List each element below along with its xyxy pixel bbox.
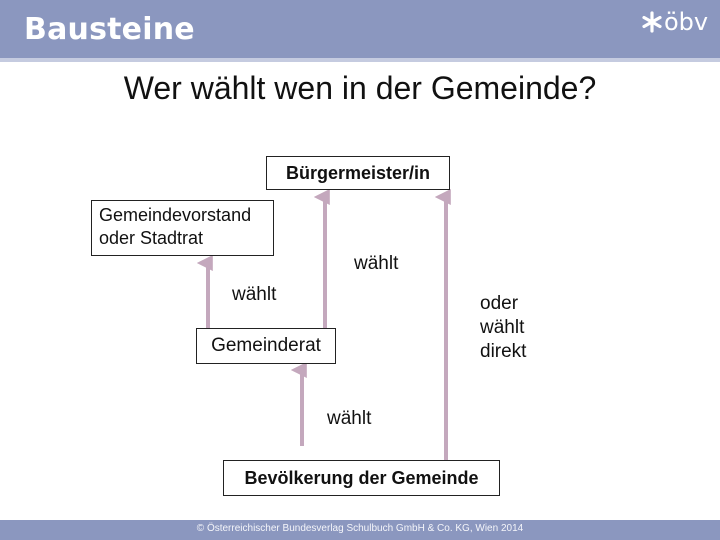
asterisk-logo-icon — [642, 11, 662, 33]
edge-label-population-to-council: wählt — [327, 408, 372, 429]
publisher-logo: öbv — [664, 8, 709, 36]
header-divider — [0, 58, 720, 62]
edge-label-council-to-board: wählt — [232, 284, 277, 305]
copyright-text: © Österreichischer Bundesverlag Schulbuc… — [196, 523, 524, 534]
edge-label-council-to-mayor: wählt — [354, 253, 399, 274]
header-bar — [0, 0, 720, 58]
board-box: Gemeindevorstand oder Stadtrat — [91, 200, 274, 256]
section-title: Bausteine — [24, 12, 195, 47]
mayor-box: Bürgermeister/in — [266, 156, 450, 190]
population-box: Bevölkerung der Gemeinde — [223, 460, 500, 496]
slide-title: Wer wählt wen in der Gemeinde? — [123, 70, 597, 106]
footer-bar — [0, 520, 720, 540]
council-box: Gemeinderat — [196, 328, 336, 364]
